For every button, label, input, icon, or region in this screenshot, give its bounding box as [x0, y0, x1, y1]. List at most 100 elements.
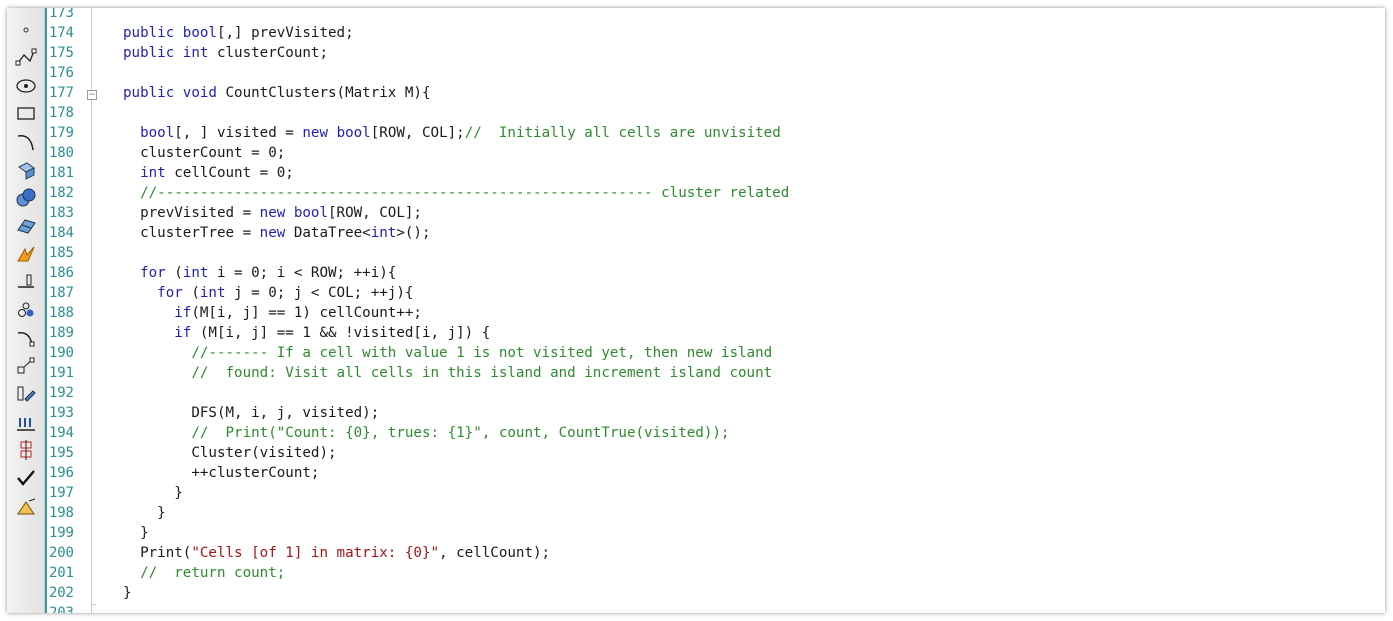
group-icon[interactable] — [13, 298, 39, 322]
dimension-icon[interactable] — [13, 270, 39, 294]
curve-icon[interactable] — [13, 130, 39, 154]
code-token: clusterCount = 0; — [123, 145, 286, 161]
code-line[interactable]: for (int i = 0; i < ROW; ++i){ — [123, 263, 396, 283]
code-line[interactable]: bool[, ] visited = new bool[ROW, COL];//… — [123, 123, 781, 143]
line-number: 197 — [49, 485, 74, 501]
code-token: , cellCount); — [439, 545, 551, 561]
code-line[interactable]: // found: Visit all cells in this island… — [123, 363, 772, 383]
code-token: public — [123, 45, 183, 61]
code-token: [,] prevVisited; — [216, 25, 354, 41]
code-token: (M[i, j] == 1 && !visited[i, j]) { — [191, 325, 491, 341]
check-icon[interactable] — [13, 466, 39, 490]
line-number: 179 — [49, 125, 74, 141]
fold-guide-end — [91, 604, 96, 605]
code-line[interactable]: Cluster(visited); — [123, 443, 336, 463]
line-number: 190 — [49, 345, 74, 361]
line-number: 202 — [49, 585, 74, 601]
code-line[interactable]: public int clusterCount; — [123, 43, 328, 63]
code-token: ++clusterCount; — [123, 465, 320, 481]
code-token: new — [259, 205, 294, 221]
line-number: 173 — [49, 8, 74, 21]
code-token: //------- If a cell with value 1 is not … — [123, 345, 773, 361]
code-line[interactable]: // return count; — [123, 563, 285, 583]
align-icon[interactable] — [13, 438, 39, 462]
code-token: bool — [140, 125, 175, 141]
point-icon[interactable] — [13, 18, 39, 42]
code-token: int — [370, 225, 397, 241]
polyline-icon[interactable] — [13, 46, 39, 70]
code-line[interactable]: int cellCount = 0; — [123, 163, 294, 183]
line-number: 186 — [49, 265, 74, 281]
code-line[interactable]: DFS(M, i, j, visited); — [123, 403, 379, 423]
fold-guide — [91, 8, 92, 613]
fold-toggle-button[interactable]: − — [87, 90, 97, 100]
code-token: Print( — [123, 545, 192, 561]
code-token — [123, 165, 140, 181]
boolean-union-icon[interactable] — [13, 186, 39, 210]
code-token — [123, 305, 174, 321]
code-token: // return count; — [123, 565, 286, 581]
code-token: (M[i, j] == 1) cellCount++; — [191, 305, 422, 321]
code-token: int — [182, 265, 209, 281]
line-number: 176 — [49, 65, 74, 81]
code-line[interactable]: if(M[i, j] == 1) cellCount++; — [123, 303, 422, 323]
code-line[interactable]: prevVisited = new bool[ROW, COL]; — [123, 203, 422, 223]
mesh-icon[interactable] — [13, 496, 39, 520]
left-toolbar — [7, 8, 45, 613]
code-token: } — [123, 485, 183, 501]
line-number: 184 — [49, 225, 74, 241]
code-line[interactable]: Print("Cells [of 1] in matrix: {0}", cel… — [123, 543, 550, 563]
code-token: for — [157, 285, 183, 301]
line-number: 193 — [49, 405, 74, 421]
rectangle-icon[interactable] — [13, 102, 39, 126]
code-line[interactable]: //------- If a cell with value 1 is not … — [123, 343, 772, 363]
line-number: 188 — [49, 305, 74, 321]
line-number: 194 — [49, 425, 74, 441]
code-line[interactable]: //--------------------------------------… — [123, 183, 789, 203]
line-number: 182 — [49, 185, 74, 201]
code-token: void — [182, 85, 217, 101]
code-line[interactable]: if (M[i, j] == 1 && !visited[i, j]) { — [123, 323, 490, 343]
code-token: ( — [182, 285, 200, 301]
code-line[interactable]: } — [123, 503, 166, 523]
code-token: DFS(M, i, j, visited); — [123, 405, 380, 421]
line-number: 183 — [49, 205, 74, 221]
surface-icon[interactable] — [13, 214, 39, 238]
line-number: 200 — [49, 545, 74, 561]
code-token: j = 0; j < COL; ++j){ — [225, 285, 414, 301]
line-number: 178 — [49, 105, 74, 121]
code-token: prevVisited = — [123, 205, 260, 221]
explode-icon[interactable] — [13, 242, 39, 266]
line-number: 175 — [49, 45, 74, 61]
extrude-icon[interactable] — [13, 158, 39, 182]
code-token — [123, 325, 174, 341]
code-line[interactable]: } — [123, 483, 183, 503]
code-line[interactable]: public void CountClusters(Matrix M){ — [123, 83, 431, 103]
code-line[interactable]: for (int j = 0; j < COL; ++j){ — [123, 283, 413, 303]
transform-icon[interactable] — [13, 354, 39, 378]
line-number: 185 — [49, 245, 74, 261]
measure-icon[interactable] — [13, 382, 39, 406]
code-token: // Initially all cells are unvisited — [464, 125, 781, 141]
code-token: DataTree< — [293, 225, 371, 241]
code-line[interactable]: // Print("Count: {0}, trues: {1}", count… — [123, 423, 729, 443]
code-token: } — [123, 505, 166, 521]
code-token: bool — [336, 125, 371, 141]
code-line[interactable]: } — [123, 583, 132, 603]
code-token: new — [302, 125, 337, 141]
circle-icon[interactable] — [13, 74, 39, 98]
code-line[interactable]: ++clusterCount; — [123, 463, 319, 483]
code-token: [ROW, COL]; — [328, 205, 422, 221]
code-token: public — [123, 25, 183, 41]
arc-tool-icon[interactable] — [13, 326, 39, 350]
code-token: new — [259, 225, 294, 241]
code-line[interactable]: public bool[,] prevVisited; — [123, 23, 354, 43]
code-line[interactable]: clusterCount = 0; — [123, 143, 285, 163]
line-number: 203 — [49, 605, 74, 613]
code-line[interactable]: clusterTree = new DataTree<int>(); — [123, 223, 430, 243]
code-line[interactable]: } — [123, 523, 149, 543]
array-icon[interactable] — [13, 414, 39, 438]
line-number: 174 — [49, 25, 74, 41]
